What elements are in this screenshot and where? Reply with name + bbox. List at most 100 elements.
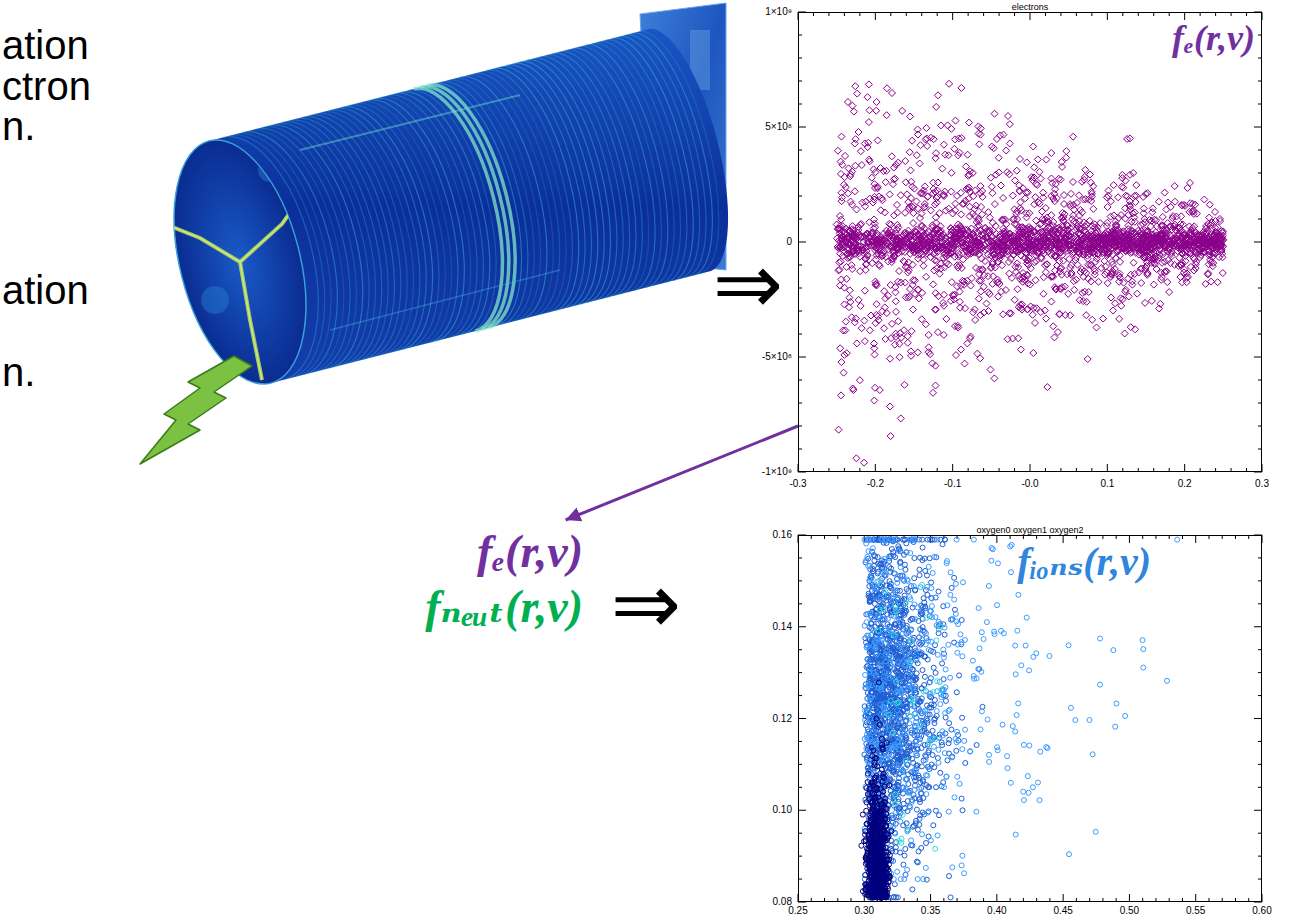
axis-tick [1195, 894, 1196, 902]
wave-ring [427, 85, 515, 328]
ion-points [859, 537, 1180, 900]
tick-label: 0 [786, 237, 792, 247]
tick-label: 0.12 [773, 714, 792, 724]
wave-ring [341, 107, 432, 350]
wave-ring [374, 98, 464, 341]
axis-tick [952, 464, 953, 472]
axis-tick [875, 464, 876, 472]
wave-ring [394, 93, 483, 336]
scatter-marker [833, 80, 1226, 466]
axis-tick [1030, 12, 1031, 20]
axis-tick [798, 242, 806, 243]
tick-label: 0.1 [1100, 479, 1114, 489]
wave-ring [513, 63, 598, 306]
wave-ring [434, 83, 522, 326]
scatter-marker [862, 537, 1180, 882]
wave-ring [295, 118, 388, 361]
axis-tick [1254, 242, 1262, 243]
wave-ring [308, 115, 401, 358]
tick-label: 0.55 [1186, 906, 1205, 916]
wave-ring [579, 46, 662, 289]
tick-label: 5×10⁸ [765, 122, 792, 132]
plot-title: electrons [799, 2, 1261, 13]
axis-ticks [798, 535, 1262, 902]
wave-ring [592, 43, 674, 286]
flow-arrow [566, 426, 798, 520]
wave-ring [480, 71, 566, 314]
axis-tick [798, 718, 806, 719]
axis-tick [798, 127, 806, 128]
tick-label: 0.45 [1053, 906, 1072, 916]
face-pattern [160, 158, 302, 380]
axis-tick [996, 535, 997, 543]
tick-label: 0.60 [1252, 906, 1271, 916]
wave-ring [585, 45, 667, 288]
wave-ring [539, 56, 623, 299]
wave-ring [328, 110, 420, 353]
slide-text-fragment: ation [2, 270, 89, 310]
plot-title: oxygen0 oxygen1 oxygen2 [799, 525, 1261, 536]
axis-ticks [798, 12, 1262, 472]
axis-tick [952, 12, 953, 20]
wave-ring [566, 50, 649, 293]
tick-label: 0.30 [855, 906, 874, 916]
wave-ring [526, 60, 611, 303]
axis-tick [1254, 127, 1262, 128]
axis-tick [930, 894, 931, 902]
tick-label: 0.10 [773, 805, 792, 815]
wave-ring [552, 53, 636, 296]
scatter-plot-panel: oxygen0 oxygen1 oxygen2fᵢₒₙₛ(r,v) [798, 535, 1262, 902]
slide-text-fragment: ctron [2, 66, 91, 106]
implication-arrow: ⇒ [611, 562, 681, 646]
wave-ring [519, 61, 604, 304]
axis-tick [1030, 464, 1031, 472]
distribution-label: fᵢₒₙₛ(r,v) [1017, 538, 1151, 586]
tick-label: 0.2 [1178, 479, 1192, 489]
face-streak [160, 196, 302, 380]
wave-ring [618, 36, 699, 279]
axis-tick [1254, 810, 1262, 811]
axis-tick [798, 626, 806, 627]
tick-label: -0.2 [867, 479, 884, 489]
tick-label: -0.0 [1021, 479, 1038, 489]
axis-tick [1254, 718, 1262, 719]
wave-ring [533, 58, 617, 301]
axis-tick [1195, 535, 1196, 543]
tick-label: -1×10⁹ [762, 467, 792, 477]
wave-streak [330, 270, 560, 330]
axis-tick [798, 810, 806, 811]
face-blob [258, 158, 282, 182]
wave-ring [302, 117, 395, 360]
tick-label: 0.40 [987, 906, 1006, 916]
electron-points [833, 80, 1226, 466]
wave-ring [546, 55, 630, 298]
slide-text-fragment: n. [2, 352, 35, 392]
implication-arrow: ⇒ [713, 242, 783, 326]
tick-label: 0.3 [1255, 479, 1269, 489]
face-streak [160, 196, 302, 380]
tick-label: 0.16 [773, 530, 792, 540]
wave-ring [559, 51, 642, 294]
distribution-label: fₙₑᵤₜ(r,v) [425, 579, 583, 634]
wave-ring [500, 66, 585, 309]
distribution-label: fₑ(r,v) [1172, 17, 1255, 60]
tick-label: 0.25 [788, 906, 807, 916]
wave-ring [440, 82, 528, 325]
wave-ring [605, 40, 687, 283]
wave-ring [486, 70, 572, 313]
wave-ring [447, 80, 534, 323]
wave-ring [315, 113, 407, 356]
tick-label: -0.3 [789, 479, 806, 489]
wave-ring [368, 100, 458, 343]
wave-ring [467, 75, 554, 318]
wave-ring [361, 102, 452, 345]
slide-text-fragment: n. [2, 106, 35, 146]
axis-tick [1254, 626, 1262, 627]
axis-tick [1107, 464, 1108, 472]
wave-ring [387, 95, 477, 338]
wave-ring [348, 105, 439, 348]
wave-ring [420, 87, 508, 330]
wave-ring [599, 41, 681, 284]
